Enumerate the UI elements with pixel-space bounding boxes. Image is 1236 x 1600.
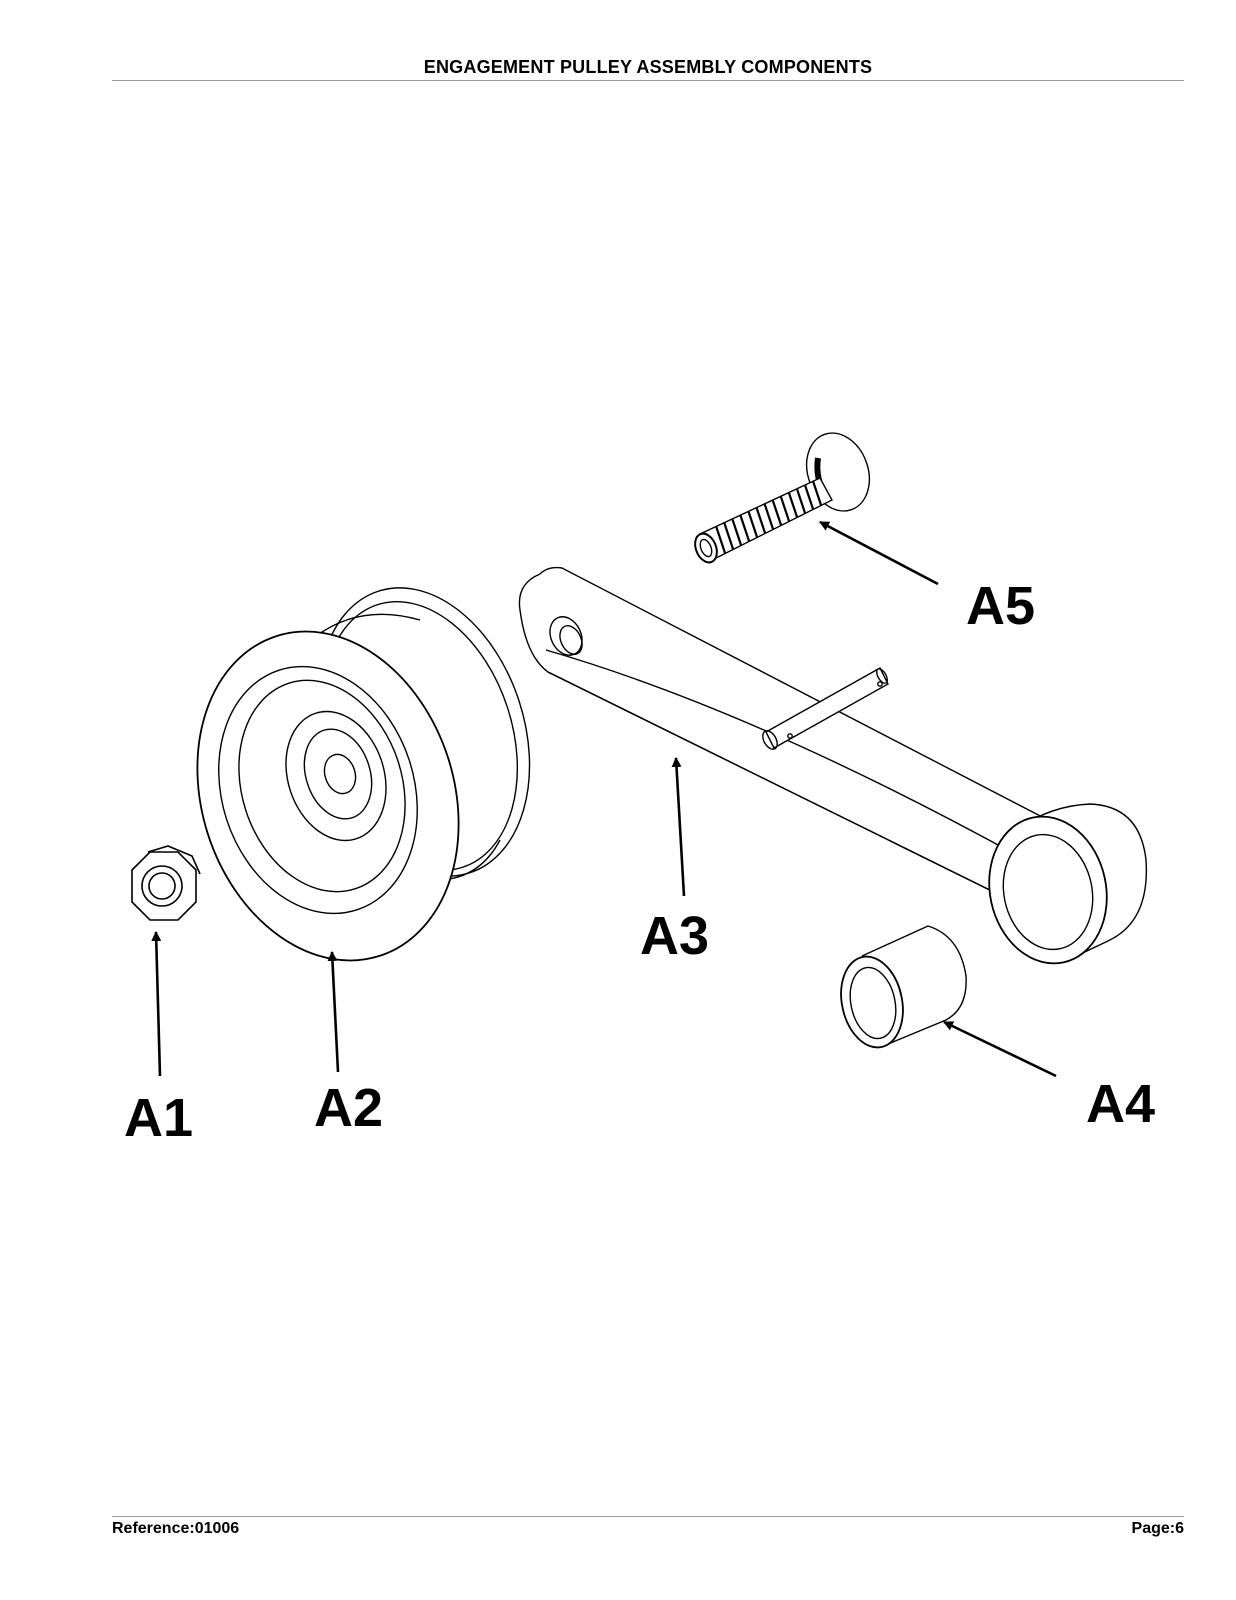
leader-arrow-a4 bbox=[943, 1020, 1057, 1078]
page-title: ENGAGEMENT PULLEY ASSEMBLY COMPONENTS bbox=[423, 57, 873, 77]
leader-arrow-a2 bbox=[327, 951, 340, 1073]
hex-nut-icon bbox=[131, 845, 201, 921]
callout-a4: A4 bbox=[1086, 1074, 1155, 1134]
page-number: Page:6 bbox=[1131, 1520, 1184, 1537]
callout-a3: A3 bbox=[640, 906, 709, 966]
pulley-icon bbox=[196, 587, 531, 962]
bolt-icon bbox=[694, 432, 871, 564]
footer-rule bbox=[112, 1516, 1184, 1517]
callout-a2: A2 bbox=[314, 1078, 383, 1138]
leader-arrow-a1 bbox=[151, 931, 162, 1077]
idler-arm-icon bbox=[518, 566, 1148, 965]
bushing-icon bbox=[840, 925, 967, 1049]
leader-arrow-a5 bbox=[819, 520, 939, 586]
header-rule bbox=[112, 80, 1184, 81]
leader-arrow-a3 bbox=[671, 757, 686, 897]
callout-a1: A1 bbox=[124, 1088, 193, 1148]
reference-number: Reference:01006 bbox=[112, 1520, 240, 1537]
leader-arrows bbox=[151, 520, 1057, 1078]
callout-a5: A5 bbox=[966, 576, 1035, 636]
